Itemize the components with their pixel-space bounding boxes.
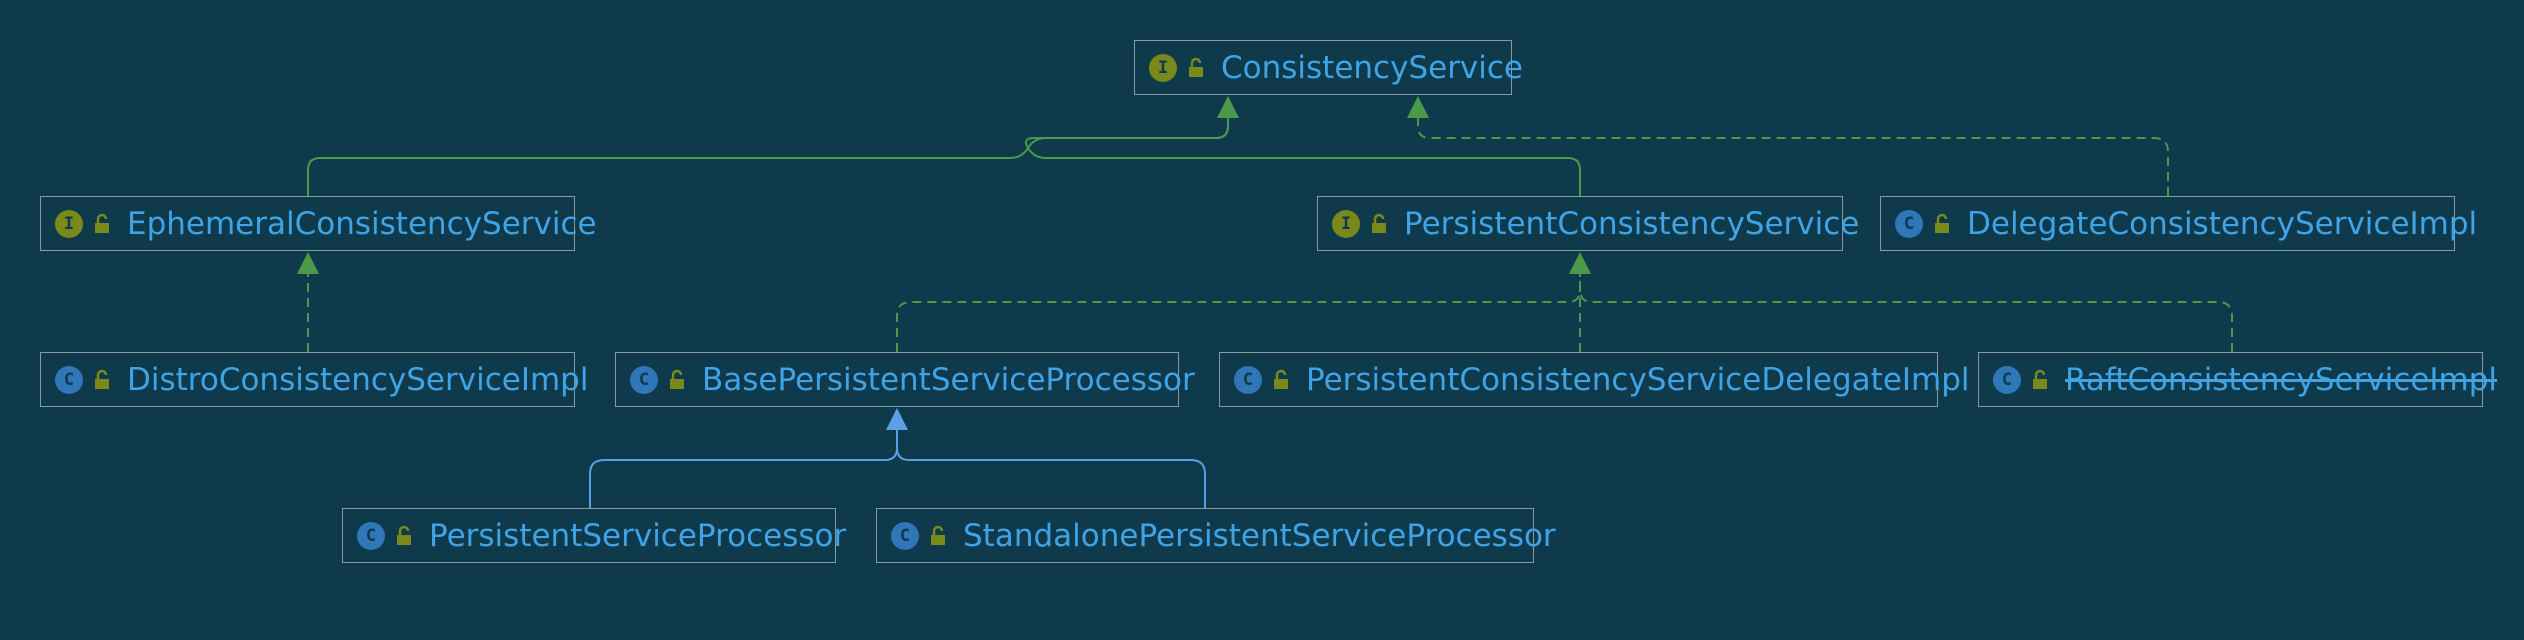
node-delegate-consistency-service-impl[interactable]: C DelegateConsistencyServiceImpl [1880, 196, 2477, 251]
class-icon: C [1234, 365, 1262, 394]
public-lock-icon [95, 213, 109, 233]
interface-icon: I [55, 209, 83, 238]
node-consistency-service[interactable]: I ConsistencyService [1134, 40, 1523, 95]
edge-persistent-processor-extends-base [589, 410, 898, 508]
public-lock-icon [95, 369, 109, 389]
node-persistent-consistency-service-delegate-impl[interactable]: C PersistentConsistencyServiceDelegateIm… [1219, 352, 1970, 407]
edge-persistent-extends-consistency [1025, 96, 1581, 196]
node-label: RaftConsistencyServiceImpl [2065, 361, 2498, 398]
edge-standalone-processor-extends-base [886, 408, 1206, 508]
node-label: DelegateConsistencyServiceImpl [1967, 205, 2478, 242]
node-label: PersistentConsistencyService [1404, 205, 1860, 242]
edge-delegate-implements-consistency [1407, 96, 2169, 196]
node-label: StandalonePersistentServiceProcessor [963, 517, 1556, 554]
class-icon: C [1895, 209, 1923, 238]
node-label: BasePersistentServiceProcessor [702, 361, 1195, 398]
node-standalone-persistent-service-processor[interactable]: C StandalonePersistentServiceProcessor [876, 508, 1556, 563]
node-label: PersistentServiceProcessor [429, 517, 847, 554]
node-base-persistent-service-processor[interactable]: C BasePersistentServiceProcessor [615, 352, 1195, 407]
class-icon: C [1993, 365, 2021, 394]
public-lock-icon [1189, 57, 1203, 77]
class-icon: C [630, 365, 658, 394]
interface-icon: I [1149, 53, 1177, 82]
edge-ephemeral-extends-consistency [307, 98, 1229, 196]
public-lock-icon [2033, 369, 2047, 389]
public-lock-icon [931, 525, 945, 545]
edge-base-implements-persistent [896, 254, 1581, 352]
node-distro-consistency-service-impl[interactable]: C DistroConsistencyServiceImpl [40, 352, 588, 407]
node-label: ConsistencyService [1221, 49, 1524, 86]
node-ephemeral-consistency-service[interactable]: I EphemeralConsistencyService [40, 196, 597, 251]
public-lock-icon [1935, 213, 1949, 233]
node-label: EphemeralConsistencyService [127, 205, 597, 242]
class-icon: C [891, 521, 919, 550]
node-raft-consistency-service-impl[interactable]: C RaftConsistencyServiceImpl [1978, 352, 2497, 407]
public-lock-icon [397, 525, 411, 545]
node-label: PersistentConsistencyServiceDelegateImpl [1306, 361, 1970, 398]
interface-icon: I [1332, 209, 1360, 238]
class-icon: C [357, 521, 385, 550]
class-icon: C [55, 365, 83, 394]
node-label: DistroConsistencyServiceImpl [127, 361, 589, 398]
node-persistent-service-processor[interactable]: C PersistentServiceProcessor [342, 508, 846, 563]
public-lock-icon [1274, 369, 1288, 389]
node-persistent-consistency-service[interactable]: I PersistentConsistencyService [1317, 196, 1859, 251]
public-lock-icon [1372, 213, 1386, 233]
public-lock-icon [670, 369, 684, 389]
edge-raft-implements-persistent [1579, 289, 2233, 352]
